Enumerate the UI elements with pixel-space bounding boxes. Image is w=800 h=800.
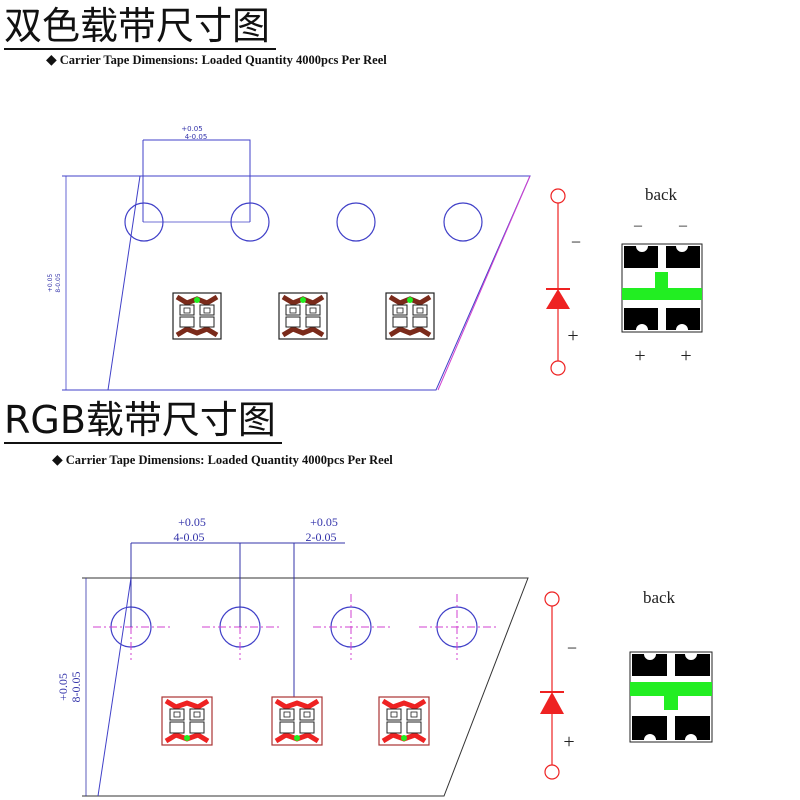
pitch-tolerance-upper: +0.05 xyxy=(181,125,202,133)
sprocket-hole xyxy=(443,202,483,242)
width-tolerance-upper: +0.05 xyxy=(56,673,70,701)
terminal-circle xyxy=(544,764,560,780)
plus-label: + xyxy=(567,325,578,347)
pitch-dimension-line xyxy=(142,139,251,222)
pad-bottom-right xyxy=(666,308,700,330)
back-minus-label: – xyxy=(633,217,643,234)
width-tolerance-upper: +0.05 xyxy=(47,274,54,293)
terminal-circle xyxy=(550,360,566,376)
hole-tolerance-upper: +0.05 xyxy=(310,515,338,529)
pad-top-left xyxy=(624,246,658,268)
section1-subtitle-text: Carrier Tape Dimensions: Loaded Quantity… xyxy=(59,53,387,67)
diode-triangle-icon xyxy=(546,289,570,309)
tape-right-edge xyxy=(437,175,531,391)
pad-bottom-right xyxy=(675,716,710,740)
section1-back-view: back – – + + xyxy=(621,185,703,367)
led-component xyxy=(172,292,222,340)
tape-inner-edge xyxy=(97,577,132,797)
tape-outline xyxy=(62,175,531,391)
minus-label: − xyxy=(567,638,577,658)
diamond-bullet-icon: ◆ xyxy=(46,53,57,68)
back-label: back xyxy=(645,185,678,204)
led-component xyxy=(278,292,328,340)
rgb-led-component xyxy=(271,696,323,746)
diode-triangle-icon xyxy=(540,692,564,714)
section1-diode-symbol: − + xyxy=(546,188,581,376)
back-label: back xyxy=(643,588,676,607)
section2-title: RGB载带尺寸图 xyxy=(4,398,282,444)
tape-inner-edge xyxy=(107,175,141,391)
section2-back-view: back xyxy=(629,588,713,743)
pad-top-right xyxy=(666,246,700,268)
pad-bottom-left xyxy=(624,308,658,330)
section2-diode-symbol: − + xyxy=(540,591,577,780)
section1-title: 双色载带尺寸图 xyxy=(4,4,277,50)
pad-top-right xyxy=(675,654,710,676)
tape-outline xyxy=(82,577,529,797)
pad-bottom-left xyxy=(632,716,667,740)
rgb-led-component xyxy=(161,696,213,746)
pad-green-bar xyxy=(622,288,702,300)
width-dimension-value: 8-0.05 xyxy=(55,273,62,293)
pad-green-bar xyxy=(630,682,712,696)
back-minus-label: – xyxy=(678,217,688,234)
section2-subtitle: ◆Carrier Tape Dimensions: Loaded Quantit… xyxy=(52,452,393,469)
terminal-circle xyxy=(544,591,560,607)
section1-tape-diagram: +0.05 4-0.05 +0.05 8-0.05 xyxy=(47,125,531,391)
back-plus-label: + xyxy=(634,345,645,367)
pitch-dimension-value: 4-0.05 xyxy=(185,133,208,141)
diamond-bullet-icon: ◆ xyxy=(52,453,63,468)
pad-green-stem xyxy=(655,272,668,292)
terminal-circle xyxy=(550,188,566,204)
plus-label: + xyxy=(563,731,574,753)
sprocket-hole xyxy=(313,594,390,660)
sprocket-hole xyxy=(336,202,376,242)
pitch-dimension-line xyxy=(130,542,345,700)
pitch-tolerance-upper: +0.05 xyxy=(178,515,206,529)
section2-subtitle-text: Carrier Tape Dimensions: Loaded Quantity… xyxy=(65,453,393,467)
led-component xyxy=(385,292,435,340)
rgb-led-component xyxy=(378,696,430,746)
pad-top-left xyxy=(632,654,667,676)
sprocket-hole xyxy=(419,594,496,660)
pitch-dimension-value: 4-0.05 xyxy=(174,530,205,544)
back-plus-label: + xyxy=(680,345,691,367)
pad-green-stem xyxy=(664,694,678,710)
section1-subtitle: ◆Carrier Tape Dimensions: Loaded Quantit… xyxy=(46,52,387,69)
minus-label: − xyxy=(571,232,581,252)
hole-dimension-value: 2-0.05 xyxy=(306,530,337,544)
section2-tape-diagram: +0.05 4-0.05 +0.05 2-0.05 +0.05 8-0.05 xyxy=(56,515,529,797)
width-dimension-value: 8-0.05 xyxy=(69,672,83,703)
